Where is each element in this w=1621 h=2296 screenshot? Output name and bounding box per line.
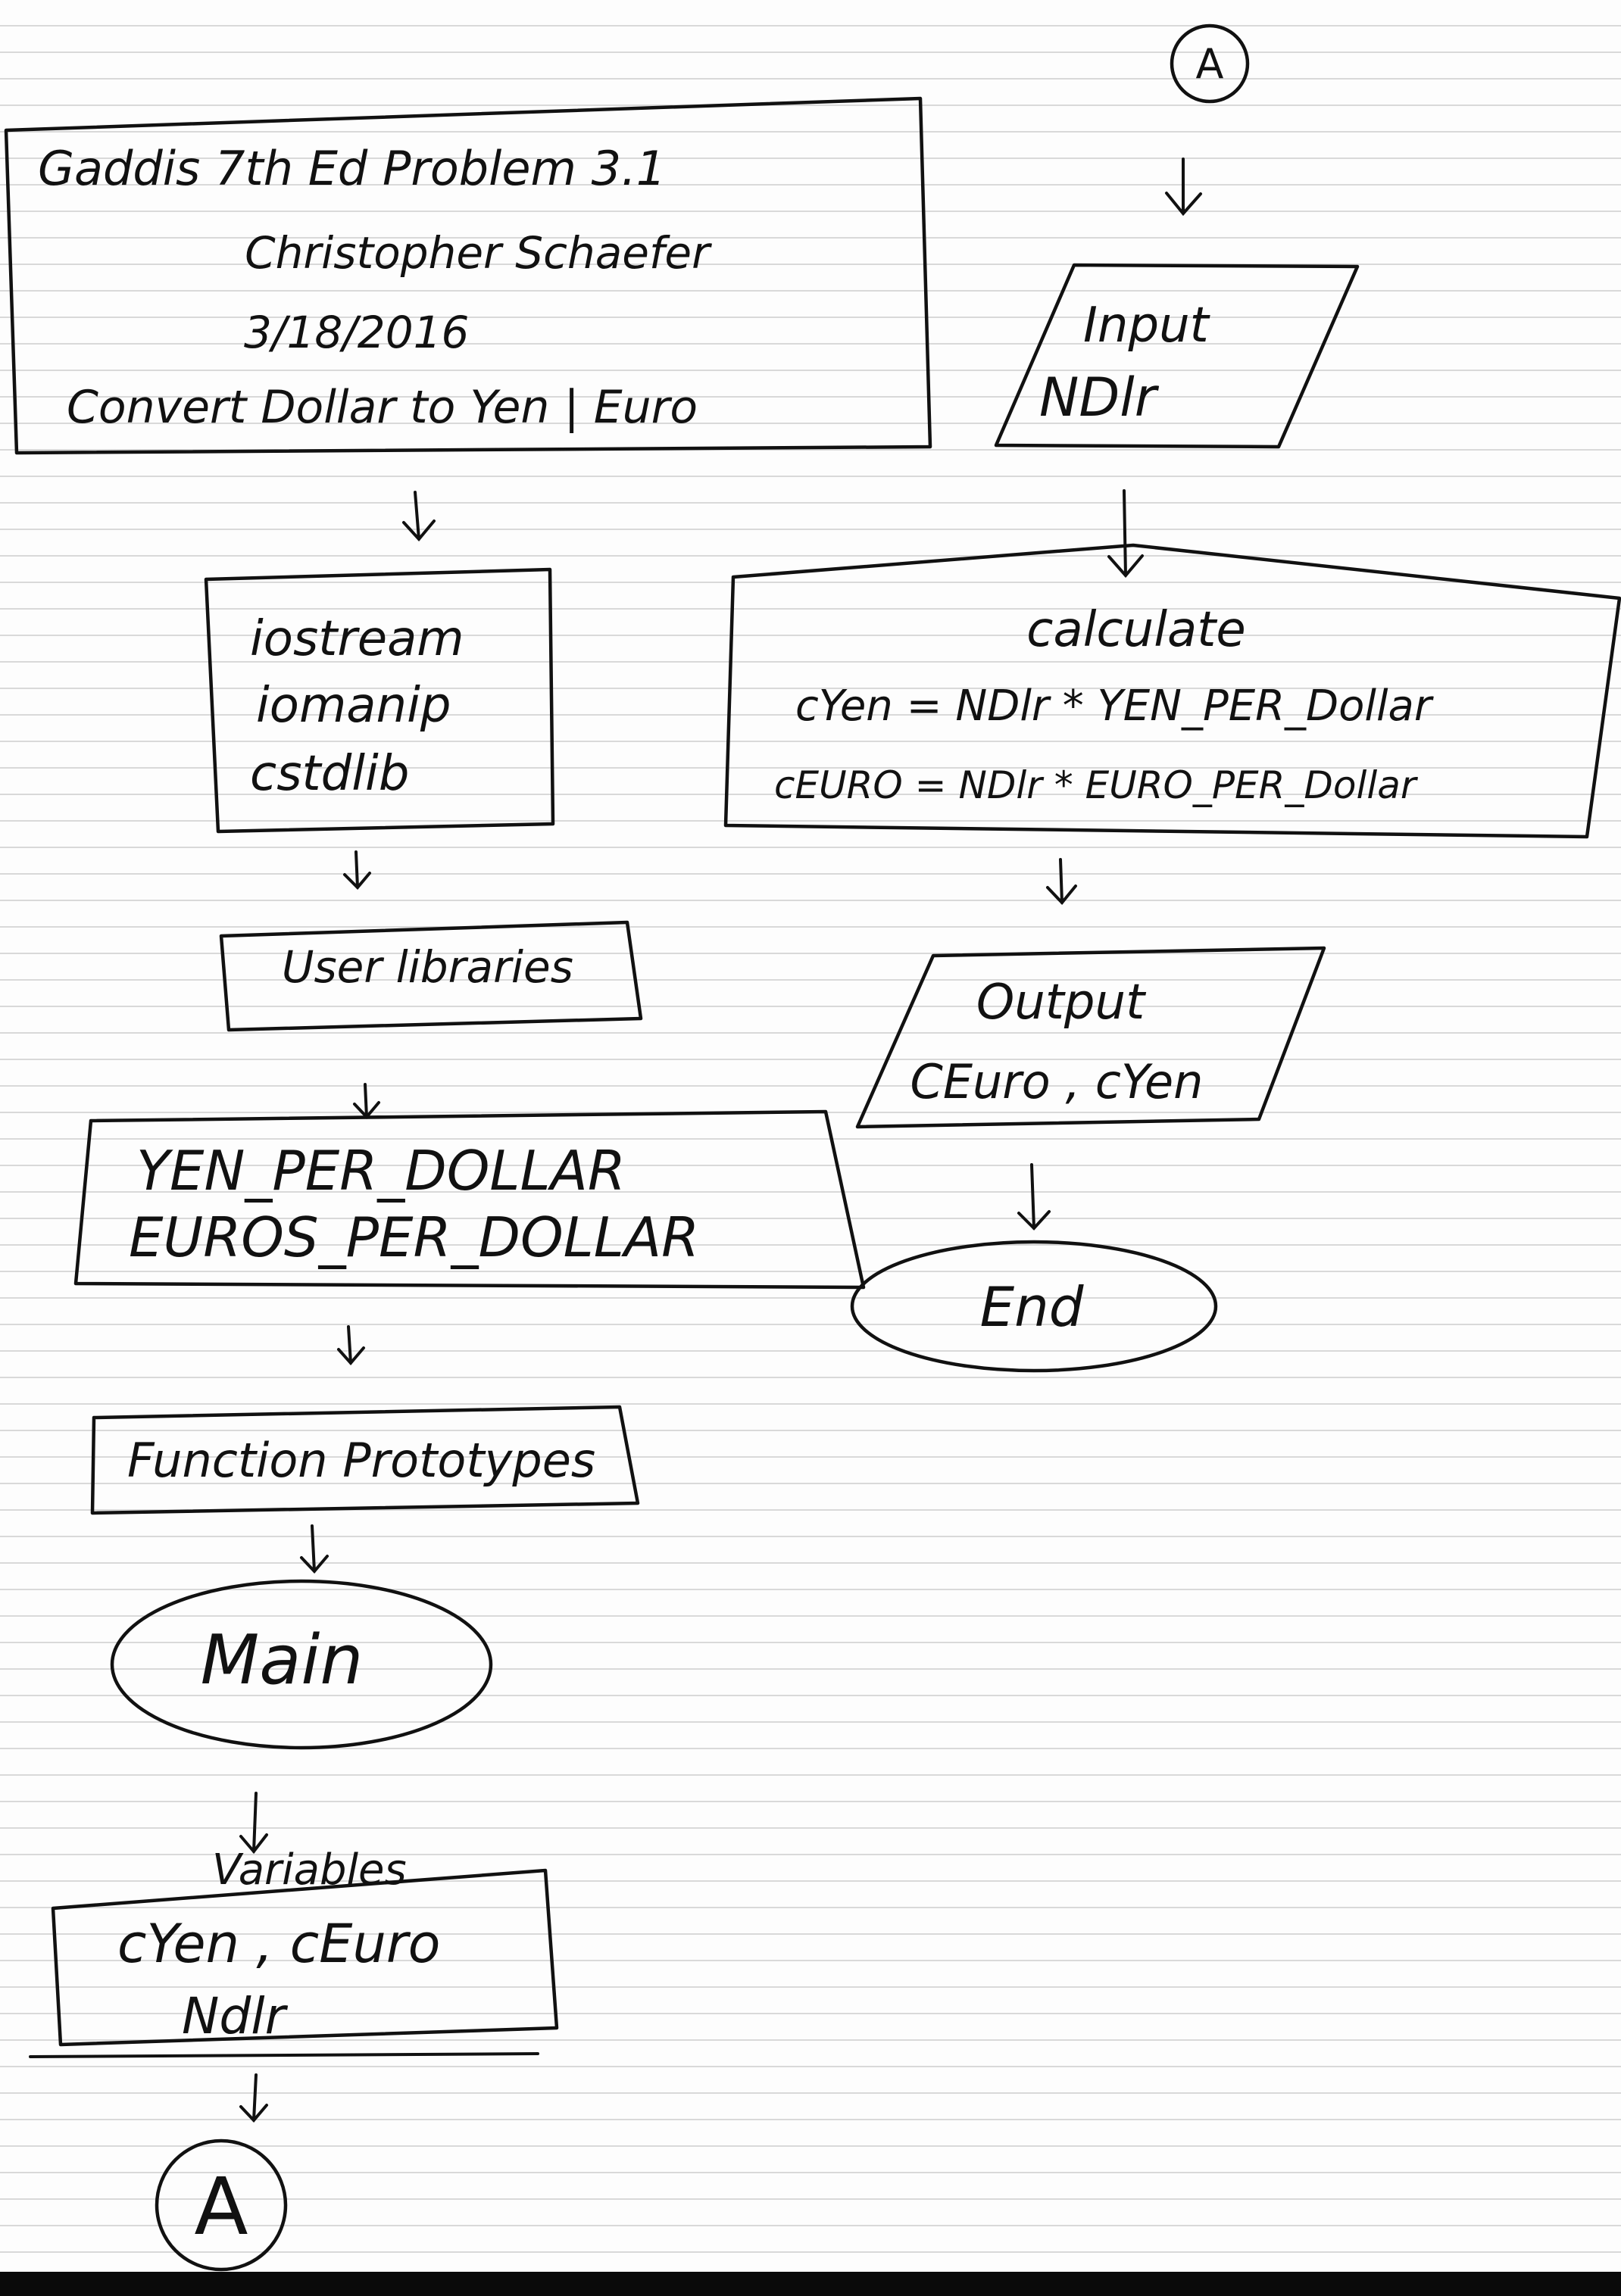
prototypes-label: Function Prototypes bbox=[127, 1433, 596, 1488]
user-libraries-box bbox=[219, 920, 643, 1032]
variables-underline bbox=[29, 2052, 539, 2058]
arrow-output-to-end bbox=[1017, 1163, 1051, 1231]
arrow-userlib-to-constants bbox=[353, 1083, 380, 1120]
arrow-includes-to-userlib bbox=[343, 850, 371, 890]
arrow-constants-to-prototypes bbox=[337, 1325, 365, 1366]
variables-title: Variables bbox=[212, 1845, 407, 1895]
arrow-main-to-variables bbox=[239, 1792, 268, 1855]
output-value: CEuro , cYen bbox=[910, 1054, 1204, 1109]
user-libraries-label: User libraries bbox=[282, 941, 573, 993]
connector-a-bottom-circle bbox=[155, 2138, 288, 2272]
arrow-header-to-includes bbox=[402, 491, 436, 542]
constant-euros-per-dollar: EUROS_PER_DOLLAR bbox=[129, 1206, 700, 1269]
connector-a-top-label: A bbox=[1195, 40, 1224, 88]
input-value: NDlr bbox=[1039, 367, 1157, 429]
constant-yen-per-dollar: YEN_PER_DOLLAR bbox=[136, 1139, 626, 1203]
bottom-dark-edge bbox=[0, 2272, 1621, 2296]
main-terminal bbox=[110, 1579, 493, 1750]
output-title: Output bbox=[976, 975, 1145, 1031]
header-title: Gaddis 7th Ed Problem 3.1 bbox=[38, 141, 667, 196]
end-label: End bbox=[979, 1275, 1084, 1339]
calculate-box bbox=[723, 543, 1621, 839]
header-description: Convert Dollar to Yen | Euro bbox=[67, 381, 698, 434]
arrow-prototypes-to-main bbox=[300, 1524, 329, 1574]
prototypes-box bbox=[90, 1405, 640, 1515]
calculate-line2: cEURO = NDlr * EURO_PER_Dollar bbox=[774, 763, 1416, 807]
connector-a-bottom-label: A bbox=[194, 2160, 248, 2253]
calculate-line1: cYen = NDlr * YEN_PER_Dollar bbox=[795, 682, 1432, 731]
arrow-variables-to-connector bbox=[239, 2073, 268, 2123]
variables-line1: cYen , cEuro bbox=[117, 1913, 441, 1975]
include-iostream: iostream bbox=[250, 611, 464, 667]
arrow-input-to-calculate bbox=[1107, 489, 1144, 579]
variables-line2: Ndlr bbox=[182, 1987, 286, 2045]
arrow-connector-to-input bbox=[1165, 158, 1202, 217]
header-date: 3/18/2016 bbox=[244, 307, 470, 358]
input-parallelogram bbox=[994, 263, 1360, 449]
input-title: Input bbox=[1083, 298, 1209, 354]
header-author: Christopher Schaefer bbox=[245, 227, 710, 279]
end-terminal bbox=[850, 1240, 1218, 1373]
includes-box bbox=[204, 567, 555, 834]
include-cstdlib: cstdlib bbox=[250, 746, 410, 802]
include-iomanip: iomanip bbox=[256, 678, 451, 734]
output-parallelogram bbox=[855, 946, 1326, 1129]
header-box bbox=[4, 96, 932, 455]
main-label: Main bbox=[200, 1621, 364, 1700]
arrow-calculate-to-output bbox=[1046, 858, 1077, 906]
connector-a-top-circle bbox=[1170, 23, 1250, 104]
variables-box bbox=[51, 1868, 559, 2047]
calculate-title: calculate bbox=[1026, 602, 1246, 658]
constants-box bbox=[73, 1109, 866, 1290]
